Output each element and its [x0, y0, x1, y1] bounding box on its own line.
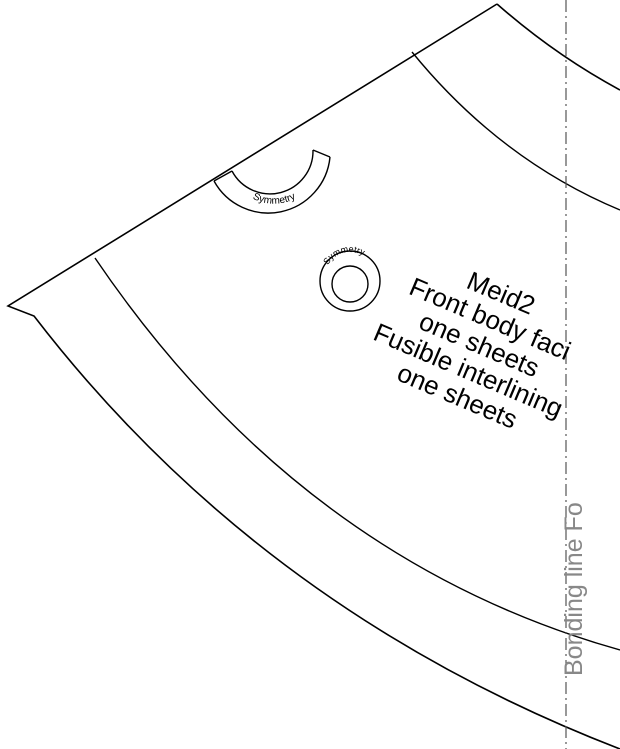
- bonding-line-label: Bonding line Fo: [560, 502, 588, 676]
- pattern-outline-inner-edge: [496, 3, 620, 91]
- drill-hole-inner: [331, 265, 369, 303]
- seam-line-bottom: [94, 257, 620, 651]
- drill-hole-label: Symmetry: [321, 244, 367, 266]
- notch-outer-arc: [213, 156, 331, 214]
- notch-marker: Symmetry: [213, 149, 331, 214]
- drill-hole-outer: [319, 250, 381, 312]
- seam-line-top: [411, 51, 620, 211]
- drill-hole-marker: Symmetry: [319, 244, 381, 312]
- piece-label: Meid2 Front body faci one sheets Fusible…: [369, 265, 575, 434]
- pattern-outline: [6, 3, 620, 749]
- notch-inner-arc: [231, 149, 314, 195]
